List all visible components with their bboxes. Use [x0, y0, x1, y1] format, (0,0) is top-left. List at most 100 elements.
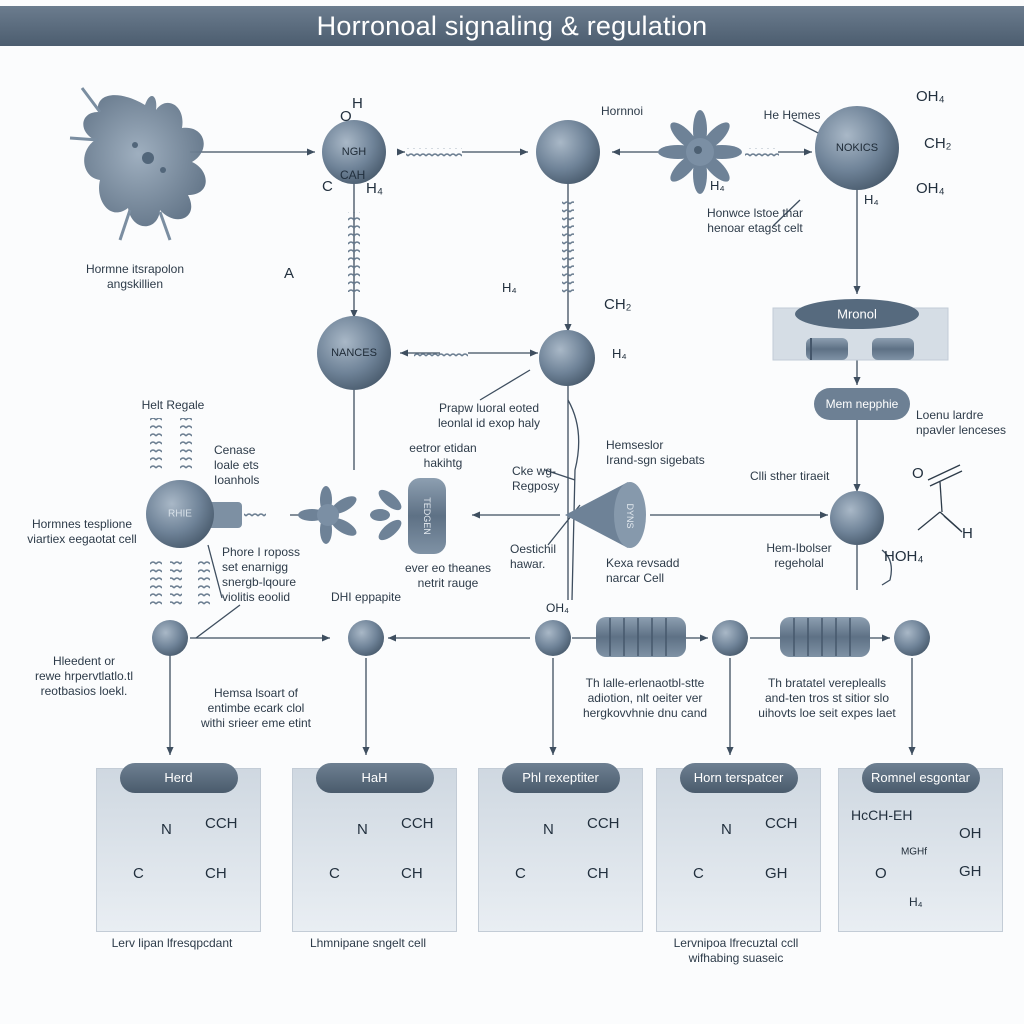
node1-h-top: H: [352, 95, 363, 112]
bottom-box-2-pill: HaH: [315, 763, 434, 793]
oestict-label: Oestichil hawar.: [510, 542, 557, 571]
bottom-box-4-pill: Horn terspatcer: [679, 763, 798, 793]
box5-c: O: [875, 865, 887, 882]
row4-the-caption2: Th bratatel vereplealls and-ten tros st …: [758, 676, 896, 720]
node1-h-right: H₄: [366, 180, 383, 197]
bottom-box-1-caption: Lerv lipan lfresqpcdant: [111, 936, 233, 950]
box1-n: N: [161, 821, 172, 838]
node1-inner: NGH: [341, 146, 367, 158]
bottom-box-2-caption: Lhmnipane sngelt cell: [309, 936, 427, 950]
node1-o: O: [340, 108, 352, 125]
barrel-2: [780, 617, 870, 657]
box3-n: N: [543, 821, 554, 838]
node-row2-middle: [539, 330, 595, 386]
diagram-title: Horronoal signaling & regulation: [0, 6, 1024, 46]
box2-ch-top: CCH: [401, 815, 434, 832]
row2-mid-chem-ch2: CH₂: [604, 296, 632, 313]
right-node-caption: Hem-Ibolser regeholal: [766, 541, 832, 570]
node3-ch2: CH₂: [924, 135, 952, 152]
receptor-pill-label: Mem nepphie: [825, 397, 899, 411]
nances-label: NANCES: [331, 347, 377, 359]
row3-left-side-label: Cenase loale ets Ioanhols: [214, 443, 260, 487]
clli-label: Clli sther tiraeit: [750, 469, 830, 483]
row4-the-caption1: Th lalle-erlenaotbl-stte adiotion, nlt o…: [582, 676, 708, 720]
middle-star-cell-icon: [298, 486, 402, 544]
row2-mid-chem-h: H₄: [502, 280, 517, 295]
cone-receptor: [565, 482, 646, 548]
capsule-shape: [408, 478, 446, 554]
receptor-pill-shape: [814, 388, 910, 420]
box5-n: HcCH-EH: [851, 807, 913, 823]
row3-mid-lower-caption: ever eo theanes netrit rauge: [404, 561, 492, 590]
hormseler-label: Hemseslor Irand-sgn sigebats: [606, 438, 705, 467]
cone-text: DYNS: [625, 503, 635, 529]
box5-ch: GH: [959, 863, 982, 880]
node3-oh-top: OH₄: [916, 88, 945, 105]
node-row4-3: [535, 620, 571, 656]
membrane-label: Mronol: [837, 306, 877, 322]
box4-n: N: [721, 821, 732, 838]
node-nokics: [815, 106, 899, 190]
box1-ch-top: CCH: [205, 815, 238, 832]
node1-c-left: C: [322, 178, 333, 195]
hormonal-label: Hornnoi: [600, 104, 644, 118]
box2-n: N: [357, 821, 368, 838]
row2-mid-chem-h-right: H₄: [612, 346, 627, 361]
row3-left-top-label: Helt Regale: [141, 398, 205, 412]
source-cell-caption: Hormne itsrapolon angskillien: [85, 262, 185, 291]
row3-mid-top-caption: eetror etidan hakihtg: [409, 441, 477, 470]
node-row4-2: [348, 620, 384, 656]
oh-label: OH₄: [546, 601, 569, 615]
barrel-ribs: [609, 618, 851, 656]
bottom-box-1: Herd N CCH C CH: [96, 763, 261, 932]
node-row4-4: [712, 620, 748, 656]
bottom-box-4: Horn terspatcer N CCH C GH: [656, 763, 821, 932]
row3-left-caption: Hormnes tesplione viartiex eegaotat cell: [27, 517, 137, 546]
box5-ch-top: OH: [959, 825, 982, 842]
node-top-middle: [536, 120, 600, 184]
box2-ch: CH: [401, 865, 423, 882]
bottom-box-1-pill: Herd: [119, 763, 238, 793]
box1-ch: CH: [205, 865, 227, 882]
row4-left-caption: Hleedent or rewe hrpervtlatlo.tl reotbas…: [34, 654, 134, 698]
box3-ch: CH: [587, 865, 609, 882]
star-hormone-cell-icon: [658, 110, 742, 194]
box3-ch-top: CCH: [587, 815, 620, 832]
node-right-target: [830, 491, 884, 545]
row2-caption-mid: Prapw luoral eoted leonlal id exop haly: [437, 401, 541, 430]
row3-left-node-inner: RHIE: [168, 508, 192, 520]
row3-lower-left-caption: Phore I roposs set enarnigg snergb-lqour…: [222, 545, 301, 604]
node-nances: [317, 316, 391, 390]
dhi-label: DHI eppapite: [330, 590, 402, 604]
coil-connectors: [150, 148, 779, 608]
node3-oh-bottom: OH₄: [916, 180, 945, 197]
box4-c: C: [693, 865, 704, 882]
right-chem-structure: [917, 464, 963, 533]
membrane-block: [772, 299, 949, 361]
box5-h: H₄: [909, 895, 923, 909]
bottom-box-5: Romnel esgontar HcCH-EH OH O GH H₄: [838, 763, 1003, 932]
node3-inner: NOKICS: [835, 142, 879, 154]
bottom-box-3: Phl rexeptiter N CCH C CH: [478, 763, 643, 932]
box4-ch-top: CCH: [765, 815, 798, 832]
node-row4-5: [894, 620, 930, 656]
barrel-1: [596, 617, 686, 657]
row2-left-chem-a: A: [284, 265, 295, 282]
row4-hormone-caption: Hemsa lsoart of entimbe ecark clol withi…: [200, 686, 312, 730]
kena-label: Kexa revsadd narcar Cell: [606, 556, 680, 585]
node3-h-bottom: H₄: [864, 192, 879, 207]
bottom-box-3-pill: Phl rexeptiter: [501, 763, 620, 793]
bottom-box-4-caption: Lervnipoa lfrecuztal ccll wifhabing suas…: [673, 936, 799, 965]
hormone-caption: Honwce lstoe thar henoar etagst celt: [706, 206, 804, 235]
source-cell-icon: [69, 87, 206, 241]
node-ngh: [322, 120, 386, 184]
box1-c: C: [133, 865, 144, 882]
right-chem-o: O: [912, 465, 924, 482]
box2-c: C: [329, 865, 340, 882]
cleveg-label: Cke wg- Regposy: [512, 464, 560, 493]
hoh-label: HOH₄: [884, 548, 924, 565]
box5-node-inner: MGHf: [900, 846, 928, 858]
node1-cah: CAH: [340, 168, 366, 182]
bottom-box-2: HaH N CCH C CH: [292, 763, 457, 932]
